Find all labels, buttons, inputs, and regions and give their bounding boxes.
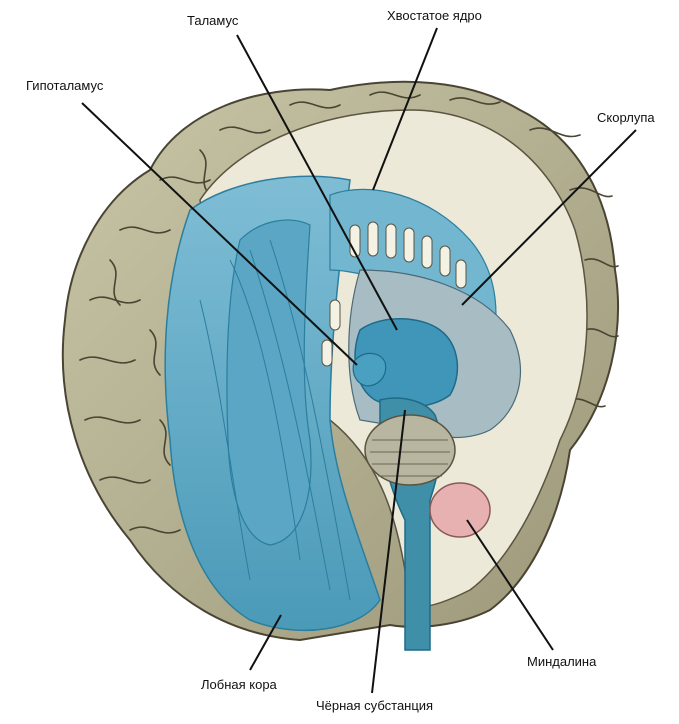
pons bbox=[365, 415, 455, 485]
amygdala bbox=[430, 483, 490, 537]
label-hypothalamus: Гипоталамус bbox=[26, 78, 103, 93]
label-amygdala: Миндалина bbox=[527, 654, 596, 669]
label-caudate-nucleus: Хвостатое ядро bbox=[387, 8, 482, 23]
label-thalamus: Таламус bbox=[187, 13, 238, 28]
label-putamen: Скорлупа bbox=[597, 110, 655, 125]
label-substantia-nigra: Чёрная субстанция bbox=[316, 698, 433, 713]
label-frontal-cortex: Лобная кора bbox=[201, 677, 277, 692]
